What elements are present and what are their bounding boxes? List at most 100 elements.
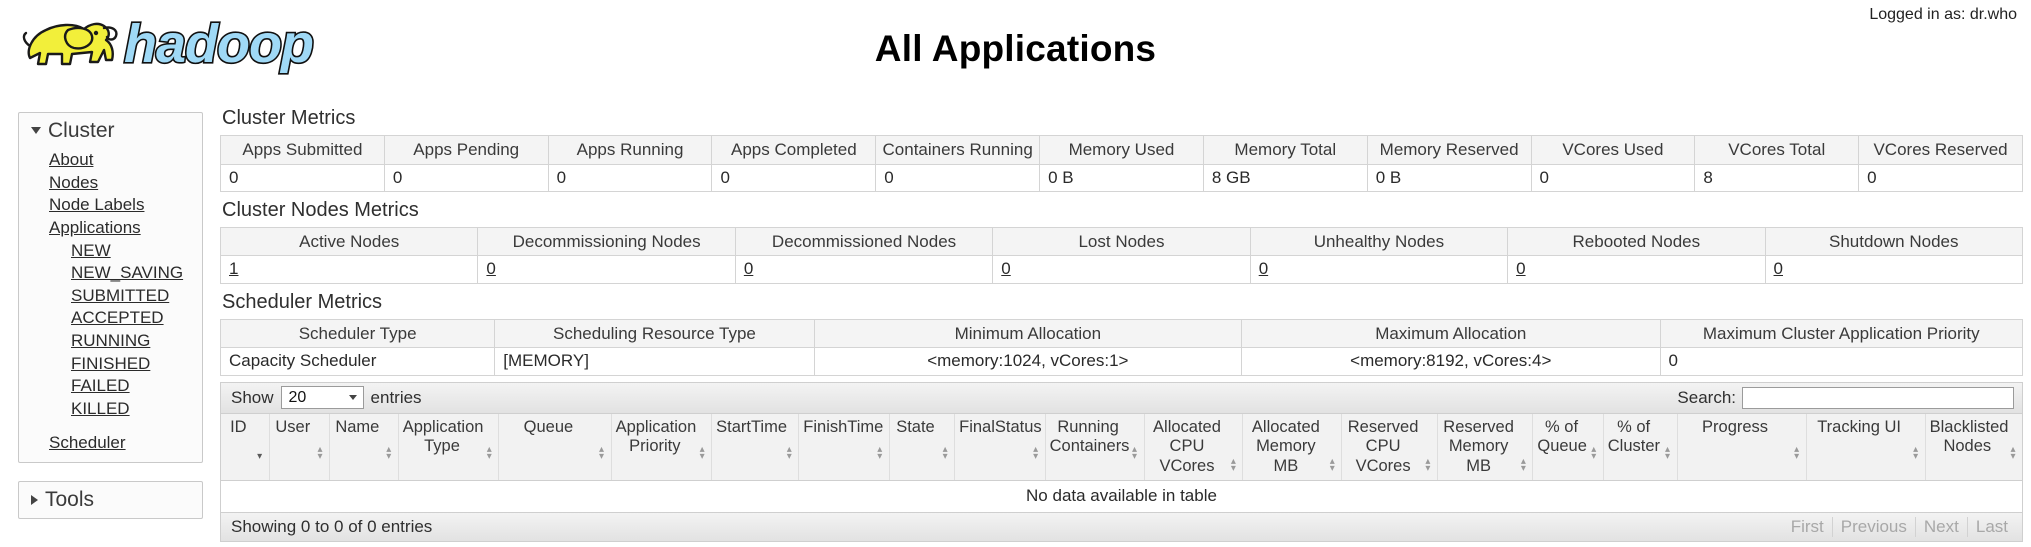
sidebar-item-finished[interactable]: FINISHED	[71, 353, 151, 373]
search-input[interactable]	[1742, 386, 2014, 409]
sidebar-item-submitted[interactable]: SUBMITTED	[71, 285, 170, 305]
col-memory-reserved: Memory Reserved	[1366, 135, 1532, 165]
cell-decommissioned-nodes: 0	[734, 255, 994, 284]
sort-both-icon	[315, 448, 325, 462]
col-label: Allocated Memory MB	[1251, 417, 1320, 475]
col-id[interactable]: ID	[221, 413, 270, 482]
cluster-nodes-metrics-title: Cluster Nodes Metrics	[222, 198, 419, 221]
col-label: % of Queue	[1537, 417, 1587, 456]
col-allocated-memory-mb[interactable]: Allocated Memory MB	[1242, 413, 1343, 482]
col-label: % of Cluster	[1607, 417, 1661, 456]
sort-both-icon	[697, 448, 707, 462]
sidebar-item-about[interactable]: About	[49, 150, 94, 170]
cell-lost-nodes: 0	[992, 255, 1251, 284]
table-row: Capacity Scheduler [MEMORY] <memory:1024…	[219, 347, 2023, 376]
link-unhealthy-nodes[interactable]: 0	[1258, 259, 1269, 279]
col-label: Progress	[1702, 417, 1769, 436]
sidebar-item-failed[interactable]: FAILED	[71, 376, 130, 396]
col-state[interactable]: State	[889, 413, 956, 482]
col-lost-nodes: Lost Nodes	[992, 226, 1251, 257]
col-rebooted-nodes: Rebooted Nodes	[1507, 226, 1766, 257]
col-label: Name	[335, 417, 380, 436]
sidebar-tools-header[interactable]: Tools	[19, 482, 202, 518]
col-blacklisted-nodes[interactable]: Blacklisted Nodes	[1925, 413, 2022, 482]
cell-rebooted-nodes: 0	[1507, 255, 1766, 284]
cluster-metrics-table: Apps Submitted Apps Pending Apps Running…	[220, 135, 2023, 192]
sidebar-item-running[interactable]: RUNNING	[71, 330, 151, 350]
col-reserved-memory-mb[interactable]: Reserved Memory MB	[1437, 413, 1534, 482]
page-length-select[interactable]: 20	[280, 386, 364, 410]
sidebar-item-killed[interactable]: KILLED	[71, 398, 130, 418]
link-rebooted-nodes[interactable]: 0	[1516, 259, 1526, 279]
page-last-button[interactable]: Last	[1966, 517, 2016, 538]
sidebar-item-new-saving[interactable]: NEW_SAVING	[71, 263, 184, 283]
col-label: User	[275, 417, 311, 436]
link-lost-nodes[interactable]: 0	[1001, 259, 1011, 279]
col-tracking-ui[interactable]: Tracking UI	[1806, 413, 1926, 482]
col-progress[interactable]: Progress	[1677, 413, 1807, 482]
col-active-nodes: Active Nodes	[219, 226, 479, 257]
col-queue[interactable]: Queue	[498, 413, 612, 482]
col-name[interactable]: Name	[329, 413, 399, 482]
table-header-row: ID User Name Application Type Queue Appl…	[221, 413, 2022, 482]
col-apps-submitted: Apps Submitted	[220, 135, 385, 165]
col-running-containers[interactable]: Running Containers	[1045, 413, 1145, 482]
sort-both-icon	[484, 448, 494, 462]
sidebar-cluster-header[interactable]: Cluster	[19, 113, 202, 149]
col-shutdown-nodes: Shutdown Nodes	[1764, 226, 2024, 257]
col-user[interactable]: User	[269, 413, 330, 482]
link-active-nodes[interactable]: 1	[229, 259, 239, 279]
col-label: FinishTime	[803, 417, 884, 436]
page-previous-button[interactable]: Previous	[1831, 517, 1915, 538]
val-scheduling-resource-type: [MEMORY]	[494, 347, 815, 376]
col-percent-of-cluster[interactable]: % of Cluster	[1603, 413, 1678, 482]
sidebar-cluster-label: Cluster	[48, 119, 115, 142]
val-minimum-allocation: <memory:1024, vCores:1>	[813, 347, 1243, 376]
col-finishtime[interactable]: FinishTime	[798, 413, 890, 482]
page-length-value: 20	[288, 388, 307, 406]
col-label: Application Priority	[615, 417, 697, 456]
pagination: First Previous Next Last	[1783, 517, 2016, 538]
col-allocated-cpu-vcores[interactable]: Allocated CPU VCores	[1144, 413, 1244, 482]
col-vcores-total: VCores Total	[1694, 135, 1860, 165]
val-max-cluster-app-priority: 0	[1659, 347, 2023, 376]
page-first-button[interactable]: First	[1790, 517, 1824, 537]
val-containers-running: 0	[875, 164, 1041, 192]
cell-unhealthy-nodes: 0	[1249, 255, 1509, 284]
col-apps-running: Apps Running	[547, 135, 713, 165]
sidebar-section-cluster: Cluster About Nodes Node Labels Applicat…	[18, 112, 203, 464]
val-apps-pending: 0	[383, 164, 549, 192]
col-memory-total: Memory Total	[1202, 135, 1368, 165]
page-next-button[interactable]: Next	[1914, 517, 1967, 538]
col-label: Tracking UI	[1817, 417, 1901, 436]
col-starttime[interactable]: StartTime	[711, 413, 800, 482]
sort-both-icon	[875, 448, 885, 462]
sort-both-icon	[1130, 448, 1140, 462]
search-label: Search:	[1677, 387, 1736, 407]
col-minimum-allocation: Minimum Allocation	[813, 318, 1243, 349]
sidebar: Cluster About Nodes Node Labels Applicat…	[18, 112, 203, 537]
sidebar-item-accepted[interactable]: ACCEPTED	[71, 308, 164, 328]
sidebar-item-scheduler[interactable]: Scheduler	[49, 433, 126, 453]
sort-both-icon	[1031, 448, 1041, 462]
link-decommissioned-nodes[interactable]: 0	[743, 259, 754, 279]
val-apps-running: 0	[547, 164, 713, 192]
sidebar-item-new[interactable]: NEW	[71, 240, 111, 260]
link-decommissioning-nodes[interactable]: 0	[486, 259, 496, 279]
col-application-type[interactable]: Application Type	[398, 413, 500, 482]
col-label: State	[896, 417, 935, 436]
search-control: Search:	[1677, 386, 2014, 409]
scheduler-metrics-table: Scheduler Type Scheduling Resource Type …	[219, 318, 2023, 376]
sidebar-item-applications[interactable]: Applications	[49, 217, 141, 237]
col-percent-of-queue[interactable]: % of Queue	[1532, 413, 1604, 482]
col-application-priority[interactable]: Application Priority	[611, 413, 713, 482]
col-finalstatus[interactable]: FinalStatus	[954, 413, 1046, 482]
sidebar-item-node-labels[interactable]: Node Labels	[49, 195, 145, 215]
sort-both-icon	[2008, 448, 2018, 462]
empty-table-message: No data available in table	[221, 481, 2022, 514]
datatable-info: Showing 0 to 0 of 0 entries	[231, 517, 433, 537]
col-reserved-cpu-vcores[interactable]: Reserved CPU VCores	[1341, 413, 1438, 482]
link-shutdown-nodes[interactable]: 0	[1773, 259, 1783, 279]
sidebar-item-nodes[interactable]: Nodes	[49, 172, 99, 192]
hadoop-logo[interactable]: hadoop	[12, 6, 332, 84]
